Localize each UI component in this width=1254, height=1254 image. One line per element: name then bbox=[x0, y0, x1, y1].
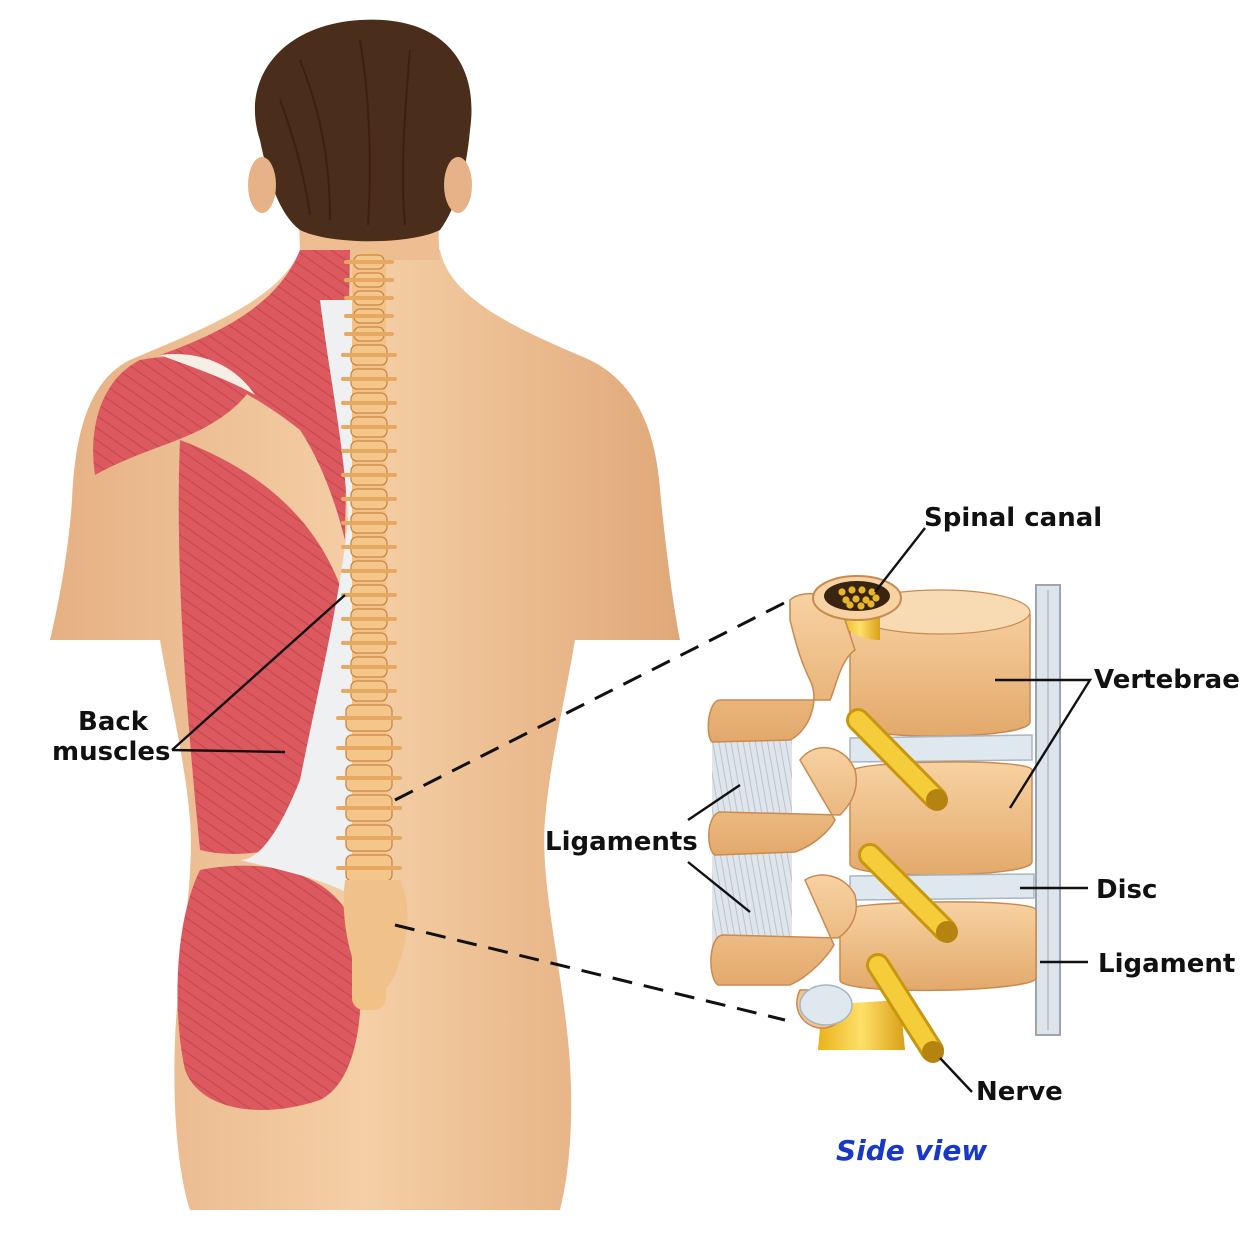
hair bbox=[254, 19, 472, 242]
spinal-canal-label: Spinal canal bbox=[924, 503, 1102, 533]
spinal-canal-leader bbox=[874, 527, 926, 593]
spine bbox=[336, 250, 408, 1010]
nerve-fiber-dot bbox=[868, 588, 876, 596]
nerve-fiber-dot bbox=[848, 586, 856, 594]
right-ear bbox=[444, 157, 472, 213]
side-view-caption: Side view bbox=[836, 1134, 987, 1167]
vertebrae-leader bbox=[995, 678, 1093, 809]
nerve-fiber-dot bbox=[867, 600, 875, 608]
nerve-fiber-dot bbox=[858, 586, 866, 594]
side-view-inset: Spinal canal Vertebrae Ligaments Disc Li… bbox=[545, 503, 1240, 1167]
vertebrae-label: Vertebrae bbox=[1094, 665, 1240, 695]
nerve-leader bbox=[939, 1057, 973, 1093]
nerve-fiber-dot bbox=[862, 596, 870, 604]
nerve-roots bbox=[846, 708, 958, 1063]
left-ear bbox=[248, 157, 276, 213]
nerve-fiber-dot bbox=[857, 602, 865, 610]
nerve-fiber-dot bbox=[872, 594, 880, 602]
nerve-label: Nerve bbox=[976, 1077, 1063, 1107]
zoom-line-bottom bbox=[394, 923, 786, 1022]
facet-disc bbox=[799, 984, 853, 1026]
nerve-fiber-dot bbox=[838, 588, 846, 596]
back-muscles-leader bbox=[171, 594, 346, 754]
gluteus-muscle bbox=[177, 865, 361, 1110]
nerve-fiber-dot bbox=[846, 601, 854, 609]
deltoid-muscle bbox=[93, 356, 256, 475]
zoom-line-top bbox=[394, 598, 791, 802]
ligaments-label: Ligaments bbox=[545, 827, 698, 857]
thoracolumbar-fascia bbox=[240, 300, 360, 900]
vertebra-process-3 bbox=[710, 874, 857, 986]
sacrum bbox=[343, 880, 408, 994]
ligaments-leader bbox=[687, 784, 751, 913]
back-muscles-callout: Back muscles bbox=[52, 594, 346, 767]
disc-label: Disc bbox=[1096, 875, 1157, 905]
ligament-label: Ligament bbox=[1098, 949, 1235, 979]
back-muscles-label-line1: Back bbox=[78, 707, 149, 737]
spinal-canal-nerve-bundle bbox=[838, 586, 880, 610]
nerve-fiber-dot bbox=[842, 596, 850, 604]
vertebra-process-2 bbox=[708, 746, 857, 856]
back-muscles-label-line2: muscles bbox=[52, 737, 171, 767]
nerve-fiber-dot bbox=[852, 595, 860, 603]
